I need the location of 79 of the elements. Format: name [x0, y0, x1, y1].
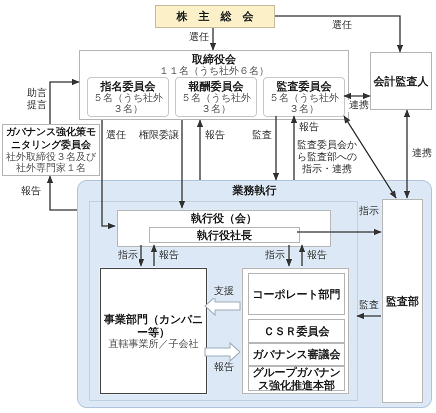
executive-box — [117, 210, 331, 247]
council-box — [248, 343, 345, 366]
node-title: 会計監査人 — [374, 74, 428, 88]
committee-box — [248, 319, 345, 343]
edge-label: 選任 — [188, 32, 210, 44]
arrow — [210, 28, 216, 51]
arrow — [272, 116, 280, 181]
edge-label: 報告 — [213, 362, 235, 374]
edge-label: 指示 — [358, 206, 380, 218]
node-note: ５名（うち社外３名） — [180, 92, 252, 114]
audit-dept-box — [382, 199, 423, 403]
meeting-box — [155, 5, 275, 28]
arrow — [101, 120, 116, 230]
arrow — [150, 244, 158, 266]
node-title: 執行役（会） — [191, 212, 257, 225]
node-note: 直轄事業所／子会社 — [108, 338, 198, 350]
node-title: ガバナンス審議会 — [252, 348, 340, 361]
section-title: 業務執行 — [232, 184, 276, 197]
arrow — [138, 245, 144, 267]
node-title: 指名委員会 — [100, 80, 156, 92]
edge-label: 監査委員会から監査部への指示・連携 — [296, 140, 358, 176]
auditor-box — [370, 52, 432, 110]
node-note: １１名（うち社外６名） — [159, 66, 269, 77]
node-title: ガバナンス強化策モニタリング委員会 — [5, 126, 97, 152]
arrow — [343, 115, 397, 199]
arrow — [297, 228, 382, 236]
node-title: 監査部 — [386, 294, 419, 308]
node-title: 事業部門（カンパニー等） — [103, 312, 204, 338]
block-arrow — [204, 342, 241, 362]
node-note: 社外取締役３名及び社外専門家１名 — [5, 152, 98, 174]
committee-box — [2, 124, 100, 176]
node-title: 監査委員会 — [276, 80, 332, 92]
arrow — [275, 15, 404, 53]
section-panel — [77, 180, 432, 408]
arrow — [298, 244, 306, 266]
arrow — [46, 175, 77, 211]
edge-label: 支援 — [213, 286, 235, 298]
edge-label: 報告 — [298, 122, 320, 134]
node-title: 報酬委員会 — [188, 80, 244, 92]
node-title: コーポレート部門 — [252, 288, 340, 300]
node-title: 取締役会 — [192, 53, 236, 66]
committee-box — [87, 77, 169, 117]
committee-box — [175, 77, 257, 117]
arrow — [196, 119, 204, 180]
division-box — [100, 268, 207, 394]
block-arrow — [204, 296, 240, 316]
arrow — [49, 78, 80, 124]
board-box — [79, 50, 349, 120]
edge-label: 報告 — [306, 250, 328, 262]
edge-label: 権限委譲 — [138, 130, 180, 142]
edge-label: 指示 — [117, 250, 139, 262]
edge-label: 連携 — [348, 100, 370, 112]
edge-label: 選任 — [330, 20, 354, 32]
president-box — [149, 227, 300, 243]
edge-label: 監査 — [251, 130, 273, 142]
edge-label: 報告 — [20, 186, 42, 198]
edge-label: 助言提言 — [26, 88, 48, 112]
arrow — [290, 115, 298, 180]
edge-label: 連携 — [411, 148, 433, 160]
edge-label: 報告 — [158, 250, 180, 262]
arrow — [356, 312, 381, 320]
arrow — [286, 245, 292, 267]
group-box — [242, 268, 349, 394]
node-note: ５名（うち社外３名） — [92, 92, 164, 114]
edge-label: 指示 — [264, 250, 286, 262]
committee-box — [263, 77, 345, 117]
node-note: ５名（うち社外３名） — [268, 92, 340, 114]
node-title: グループガバナンス強化推進本部 — [252, 366, 342, 392]
node-title: 株 主 総 会 — [176, 10, 254, 23]
edge-label: 報告 — [204, 130, 226, 142]
node-title: ＣＳＲ委員会 — [264, 324, 330, 338]
edge-label: 監査 — [358, 300, 380, 312]
edge-label: 選任 — [105, 130, 127, 142]
arrow — [343, 92, 371, 100]
node-title: 執行役社長 — [197, 228, 252, 242]
inner-panel — [89, 201, 358, 401]
department-box — [248, 273, 345, 315]
arrow — [178, 120, 186, 209]
arrow — [404, 109, 410, 199]
